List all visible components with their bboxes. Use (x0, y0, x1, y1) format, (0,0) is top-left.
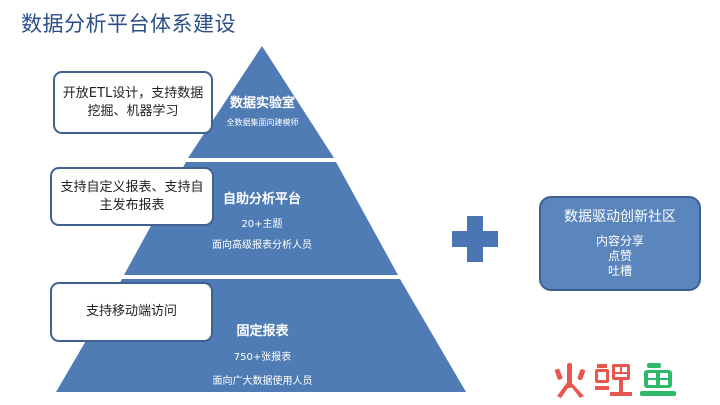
plus-icon (452, 216, 498, 262)
callout-middle: 支持自定义报表、支持自主发布报表 (50, 167, 214, 226)
tier-bottom-subtitle: 750+张报表 (233, 352, 292, 363)
callout-top-text: 开放ETL设计，支持数据挖掘、机器学习 (62, 85, 204, 119)
tier-bottom-text: 固定报表 750+张报表 面向广大数据使用人员 (190, 320, 335, 387)
callout-middle-text: 支持自定义报表、支持自主发布报表 (60, 179, 204, 213)
community-title: 数据驱动创新社区 (564, 209, 676, 225)
pyramid-tier-top (188, 46, 334, 158)
tier-bottom-audience: 面向广大数据使用人员 (212, 376, 313, 387)
tier-middle-title: 自助分析平台 (222, 192, 301, 207)
community-item-share: 内容分享 (595, 234, 644, 248)
community-box: 数据驱动创新社区 内容分享 点赞 吐槽 (539, 196, 701, 291)
page-title: 数据分析平台体系建设 (21, 12, 236, 36)
callout-bottom-text: 支持移动端访问 (85, 304, 177, 319)
tier-top-subtitle: 全数据集面向建模师 (226, 118, 299, 127)
community-item-like: 点赞 (607, 249, 632, 263)
tier-middle-subtitle: 20+主题 (241, 219, 283, 230)
callout-top: 开放ETL设计，支持数据挖掘、机器学习 (53, 71, 213, 134)
community-item-complain: 吐槽 (607, 264, 632, 278)
brand-logo (554, 363, 676, 398)
tier-top-title: 数据实验室 (229, 96, 295, 111)
tier-bottom-title: 固定报表 (236, 324, 289, 339)
tier-middle-audience: 面向高级报表分析人员 (212, 240, 312, 251)
tier-middle-text: 自助分析平台 20+主题 面向高级报表分析人员 (192, 188, 332, 251)
callout-bottom: 支持移动端访问 (50, 282, 213, 342)
tier-top-text: 数据实验室 全数据集面向建模师 (205, 92, 320, 128)
